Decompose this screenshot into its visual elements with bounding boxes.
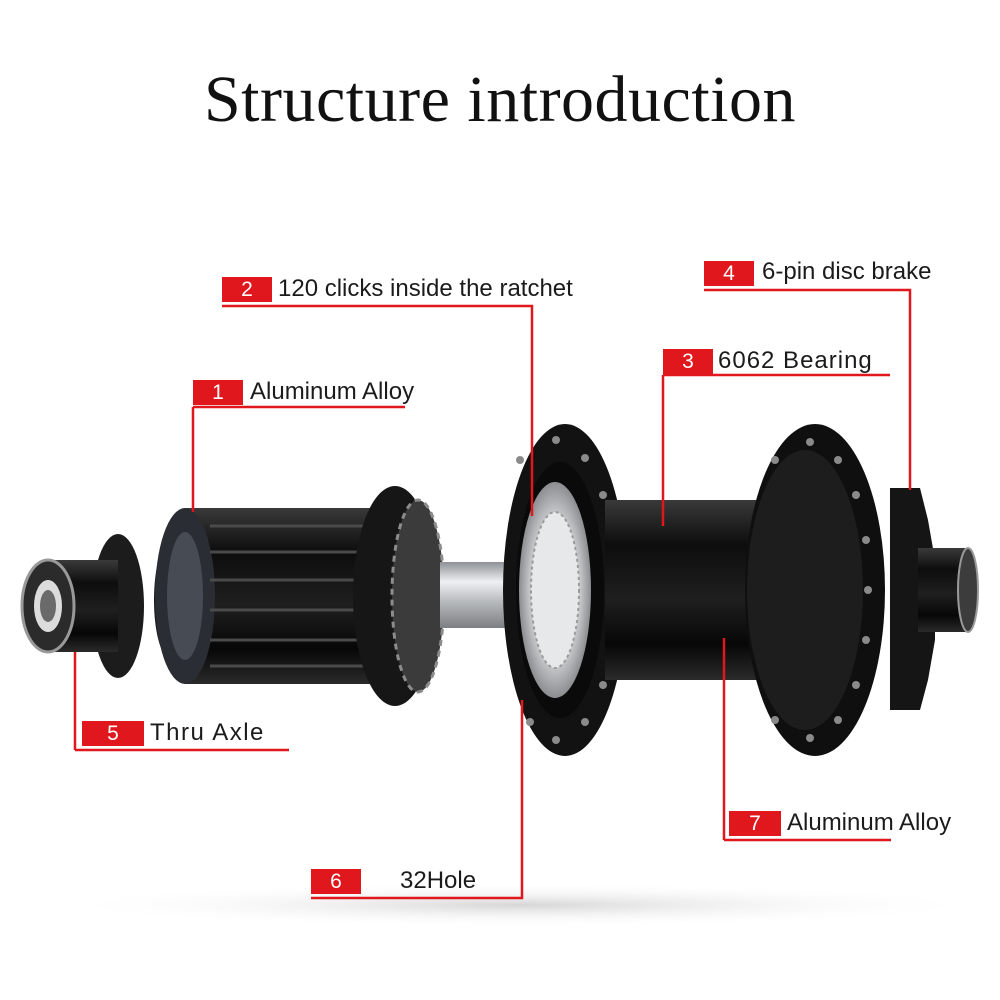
- callout-1-number: 1: [193, 380, 243, 405]
- callout-1-label: Aluminum Alloy: [250, 378, 415, 405]
- floor-shadow: [50, 883, 990, 927]
- leader-lines: [73, 288, 912, 900]
- disc-brake-mount: [890, 488, 979, 710]
- callout-4-number: 4: [704, 261, 754, 286]
- callout-5-label: Thru Axle: [150, 719, 265, 746]
- freehub-body: [155, 486, 446, 706]
- page-title: Structure introduction: [203, 63, 797, 136]
- callout-6-number: 6: [311, 869, 361, 894]
- callout-3-label: 6062 Bearing: [718, 347, 873, 374]
- callout-3-number: 3: [663, 349, 713, 374]
- non-drive-flange: [745, 424, 885, 756]
- callout-4-label: 6-pin disc brake: [762, 258, 932, 285]
- callout-6-label: 32Hole: [400, 867, 477, 894]
- callout-5-number: 5: [82, 721, 144, 746]
- callout-2-label: 120 clicks inside the ratchet: [278, 275, 573, 302]
- callout-7-label: Aluminum Alloy: [787, 809, 952, 836]
- callout-7-number: 7: [729, 811, 781, 836]
- leader-6: [311, 700, 524, 900]
- leader-2: [222, 304, 534, 516]
- thru-axle-end-cap: [20, 534, 144, 678]
- drive-side-flange: [503, 424, 627, 756]
- callout-2-number: 2: [222, 277, 272, 302]
- leader-4: [704, 288, 912, 490]
